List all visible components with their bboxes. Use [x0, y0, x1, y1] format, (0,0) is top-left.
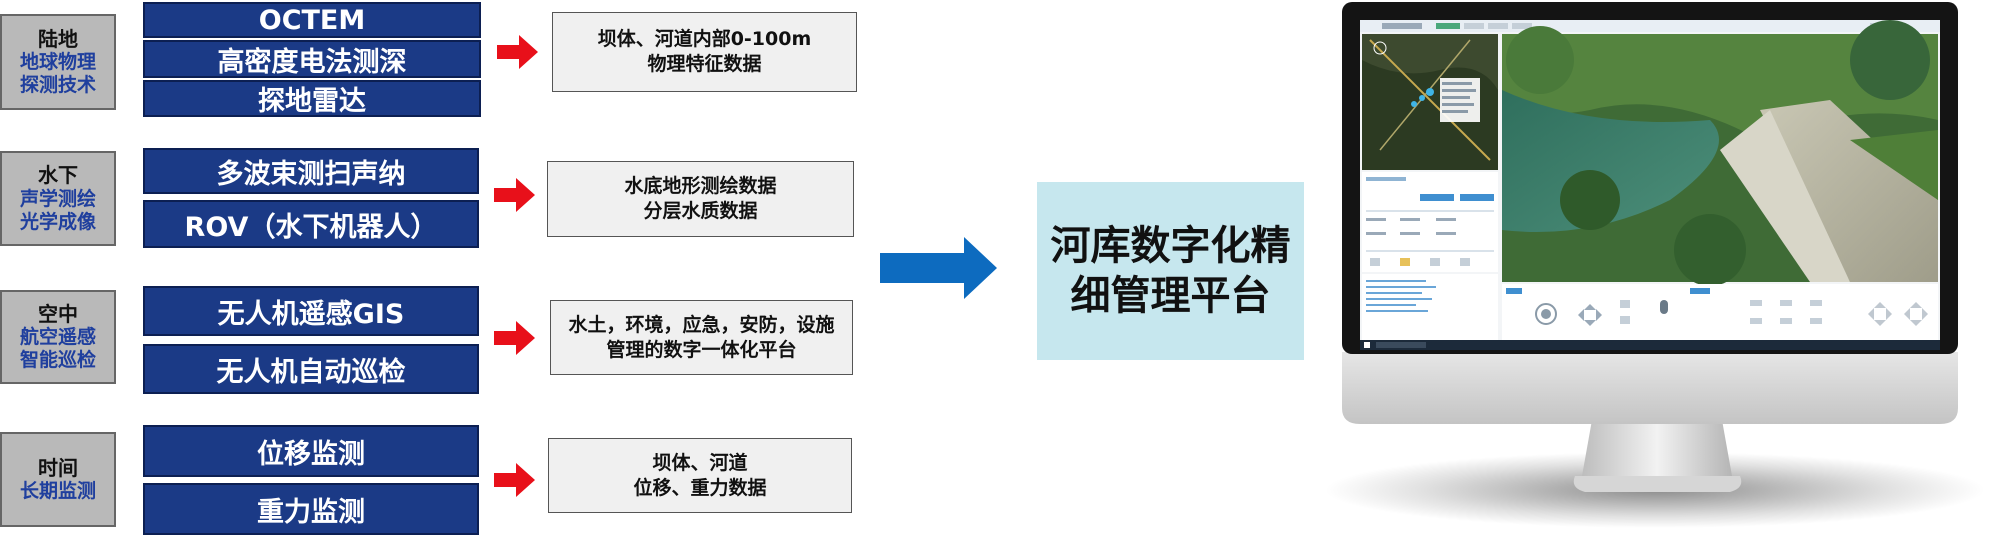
output-box-land: 坝体、河道内部0-100m 物理特征数据 — [552, 12, 857, 92]
category-title: 水下 — [38, 163, 78, 188]
platform-title-line: 细管理平台 — [1070, 273, 1271, 319]
output-line: 物理特征数据 — [647, 53, 762, 75]
category-line: 航空遥感 — [19, 326, 96, 349]
category-title: 空中 — [38, 301, 78, 326]
category-line: 声学测绘 — [19, 187, 96, 210]
tech-rov: ROV（水下机器人） — [143, 200, 479, 248]
blue-arrow-icon — [880, 237, 997, 299]
category-line: 地球物理 — [19, 51, 96, 74]
output-line: 管理的数字一体化平台 — [606, 338, 797, 361]
output-line: 坝体、河道内部0-100m — [597, 28, 812, 51]
platform-box: 河库数字化精 细管理平台 — [1037, 182, 1304, 360]
output-box-time: 坝体、河道 位移、重力数据 — [548, 438, 852, 513]
red-arrow-icon — [494, 178, 535, 212]
category-land: 陆地 地球物理 探测技术 — [0, 14, 116, 110]
tech-uav-gis: 无人机遥感GIS — [143, 286, 479, 336]
category-time: 时间 长期监测 — [0, 432, 116, 527]
category-title: 陆地 — [38, 26, 78, 51]
category-underwater: 水下 声学测绘 光学成像 — [0, 151, 116, 246]
output-line: 坝体、河道 — [652, 451, 748, 474]
platform-title-line: 河库数字化精 — [1050, 223, 1291, 269]
category-air: 空中 航空遥感 智能巡检 — [0, 290, 116, 384]
output-box-air: 水土，环境，应急，安防，设施 管理的数字一体化平台 — [550, 300, 853, 375]
red-arrow-icon — [494, 321, 535, 355]
category-line: 长期监测 — [19, 480, 96, 503]
output-line: 分层水质数据 — [643, 200, 758, 222]
tech-displacement: 位移监测 — [143, 425, 479, 477]
tech-gravity: 重力监测 — [143, 483, 479, 535]
output-box-underwater: 水底地形测绘数据 分层水质数据 — [547, 161, 854, 237]
output-line: 位移、重力数据 — [633, 476, 767, 499]
monitor-icon — [1325, 2, 1985, 528]
red-arrow-icon — [494, 463, 535, 497]
tech-octem: OCTEM — [143, 2, 481, 38]
tech-gpr: 探地雷达 — [143, 80, 481, 117]
output-line: 水土，环境，应急，安防，设施 — [568, 313, 835, 336]
tech-uav-patrol: 无人机自动巡检 — [143, 344, 479, 394]
tech-multibeam: 多波束测扫声纳 — [143, 148, 479, 194]
category-line: 光学成像 — [19, 210, 96, 233]
tech-resistivity: 高密度电法测深 — [143, 40, 481, 78]
red-arrow-icon — [497, 35, 538, 69]
category-line: 探测技术 — [19, 74, 96, 97]
output-line: 水底地形测绘数据 — [624, 175, 777, 198]
category-title: 时间 — [38, 455, 78, 480]
category-line: 智能巡检 — [19, 349, 96, 372]
